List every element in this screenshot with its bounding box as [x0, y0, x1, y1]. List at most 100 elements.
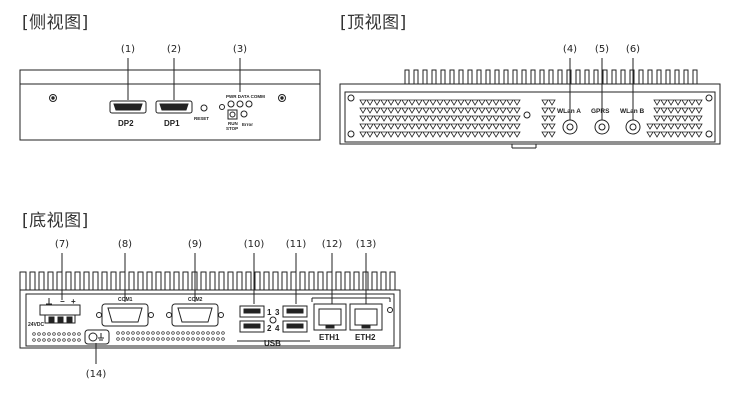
vent-hole — [450, 115, 458, 122]
usb-3-label: 3 — [275, 308, 280, 317]
bottom-io-plate — [25, 293, 395, 347]
vent-hole — [57, 332, 61, 336]
top-view-outline — [339, 83, 721, 145]
vent-hole — [513, 115, 521, 122]
top-view-title: [顶视图] — [340, 13, 407, 33]
vent-hole — [660, 123, 668, 130]
vent-hole — [201, 337, 205, 341]
vent-hole — [408, 115, 416, 122]
vent-hole — [541, 99, 549, 106]
vent-hole — [478, 123, 486, 130]
vent-hole — [660, 99, 668, 106]
vent-hole — [513, 107, 521, 114]
vent-hole — [457, 107, 465, 114]
vent-hole — [131, 337, 135, 341]
vent-hole — [422, 99, 430, 106]
vent-hole — [492, 99, 500, 106]
vent-hole — [443, 123, 451, 130]
stop-label: STOP — [226, 126, 238, 131]
vent-hole — [373, 115, 381, 122]
led-pwr — [227, 100, 235, 108]
vent-hole — [72, 338, 76, 342]
callout-2: (2) — [166, 44, 182, 55]
vent-hole — [131, 331, 135, 335]
vent-hole — [408, 99, 416, 106]
vent-hole — [156, 331, 160, 335]
vent-hole — [660, 115, 668, 122]
vent-hole — [471, 107, 479, 114]
vent-hole — [548, 131, 556, 138]
screw-icon — [523, 111, 531, 119]
wlan-b-label: WLan B — [620, 108, 644, 115]
vent-hole — [450, 131, 458, 138]
vent-hole — [541, 115, 549, 122]
vent-hole — [171, 331, 175, 335]
vent-hole — [422, 107, 430, 114]
vent-hole — [394, 99, 402, 106]
vent-hole — [415, 99, 423, 106]
vent-hole — [450, 123, 458, 130]
vent-hole — [695, 107, 703, 114]
vent-hole — [121, 331, 125, 335]
vent-hole — [492, 107, 500, 114]
vent-hole — [359, 123, 367, 130]
vent-hole — [394, 107, 402, 114]
vent-hole — [146, 337, 150, 341]
vent-hole — [415, 123, 423, 130]
vent-hole — [548, 107, 556, 114]
vent-hole — [674, 115, 682, 122]
dp2-port — [109, 100, 147, 114]
vent-hole — [366, 123, 374, 130]
vent-hole — [136, 331, 140, 335]
vent-hole — [667, 115, 675, 122]
vent-hole — [513, 131, 521, 138]
vent-hole — [366, 131, 374, 138]
vent-hole — [653, 131, 661, 138]
callout-7: (7) — [54, 239, 70, 250]
dp1-port — [155, 100, 193, 114]
run-label: RUN — [228, 121, 238, 126]
callout-8: (8) — [117, 239, 133, 250]
vent-hole — [422, 123, 430, 130]
vent-hole — [126, 331, 130, 335]
vent-hole — [478, 131, 486, 138]
callout-5: (5) — [594, 44, 610, 55]
led-data — [236, 100, 244, 108]
vent-hole — [394, 115, 402, 122]
vent-hole — [422, 115, 430, 122]
vent-hole — [373, 107, 381, 114]
vent-hole — [681, 107, 689, 114]
vent-hole — [380, 115, 388, 122]
vent-hole — [166, 331, 170, 335]
vent-hole — [47, 332, 51, 336]
vent-hole — [429, 123, 437, 130]
vent-hole — [506, 131, 514, 138]
com2-label: COM2 — [188, 297, 203, 303]
vent-hole — [401, 107, 409, 114]
vent-hole — [32, 332, 36, 336]
screw-icon — [705, 130, 713, 138]
vent-hole — [62, 338, 66, 342]
vent-hole — [688, 123, 696, 130]
vent-hole — [513, 99, 521, 106]
side-view-title: [侧视图] — [22, 13, 89, 33]
vent-pattern — [359, 99, 703, 138]
vent-hole — [681, 131, 689, 138]
vent-hole — [141, 337, 145, 341]
vent-hole — [478, 107, 486, 114]
vent-hole — [506, 115, 514, 122]
vent-hole — [221, 337, 225, 341]
vent-hole — [457, 99, 465, 106]
vent-hole — [499, 99, 507, 106]
vent-hole — [506, 107, 514, 114]
vent-hole — [136, 337, 140, 341]
vent-hole — [464, 131, 472, 138]
vent-hole — [387, 123, 395, 130]
wlan-a-label: WLan A — [557, 108, 581, 115]
led-comm — [245, 100, 253, 108]
vent-hole — [415, 107, 423, 114]
vent-hole — [485, 107, 493, 114]
error-label: Error — [242, 122, 253, 127]
top-vent-plate — [344, 91, 716, 143]
power-icon — [219, 104, 225, 110]
